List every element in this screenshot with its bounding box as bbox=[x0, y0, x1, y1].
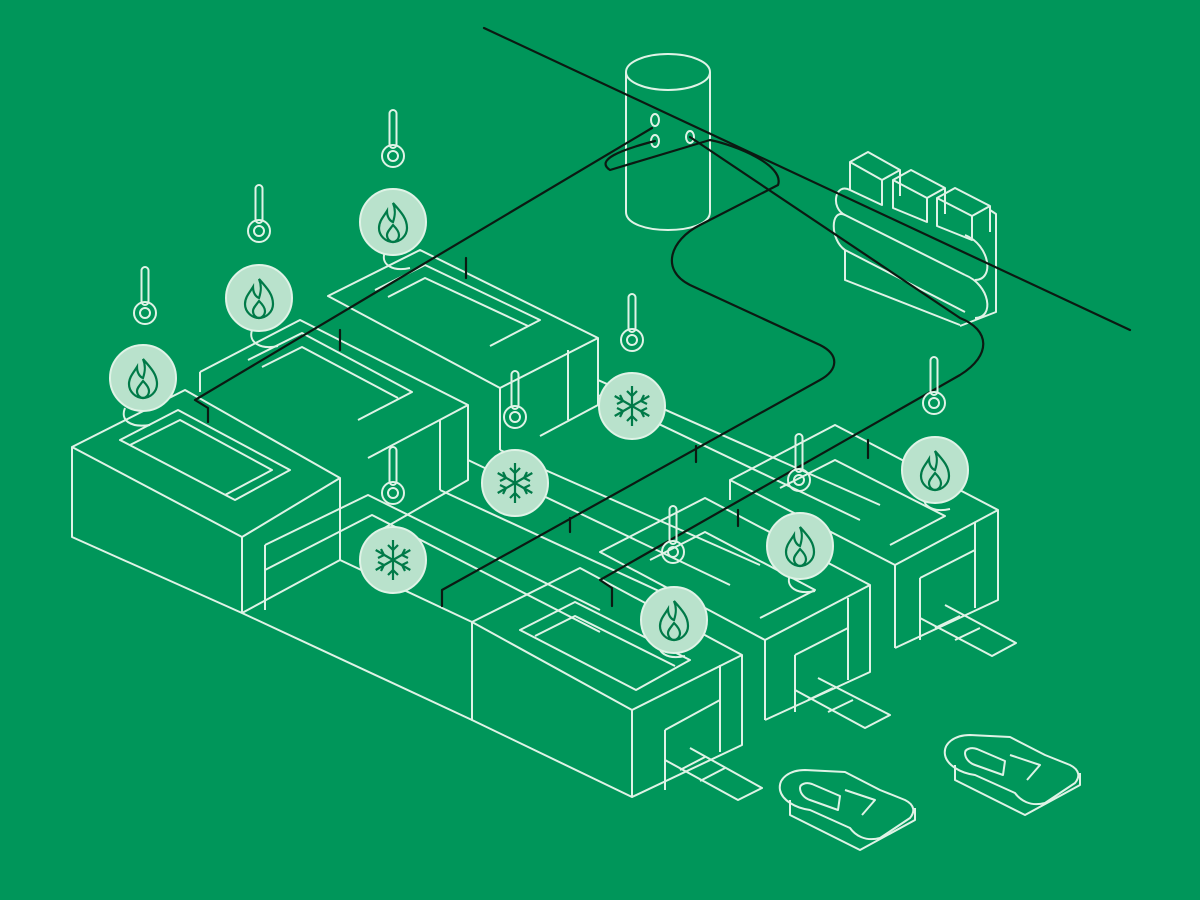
heat-badge bbox=[359, 188, 427, 256]
right-heat-loop bbox=[598, 135, 985, 608]
oven-module-back-right bbox=[729, 424, 1017, 657]
cool-badges bbox=[359, 372, 666, 594]
heat-badges bbox=[109, 188, 969, 654]
cool-badge bbox=[598, 372, 666, 440]
heat-badge bbox=[109, 344, 177, 412]
heat-distribution-pipe bbox=[193, 126, 654, 424]
pipe-network bbox=[193, 26, 1132, 608]
tank-return-loop bbox=[440, 138, 836, 608]
building-outline bbox=[71, 53, 1081, 851]
heat-badge bbox=[766, 512, 834, 580]
heat-badge bbox=[901, 436, 969, 504]
car-body-2 bbox=[943, 734, 1081, 816]
oven-module-front-center bbox=[471, 567, 763, 801]
car-body-1 bbox=[778, 769, 916, 851]
heat-exchanger-unit bbox=[832, 151, 997, 327]
cool-badge bbox=[359, 526, 427, 594]
supply-main-line bbox=[482, 26, 1132, 332]
heat-badge bbox=[225, 264, 293, 332]
cool-badge bbox=[481, 449, 549, 517]
heat-badge bbox=[640, 586, 708, 654]
